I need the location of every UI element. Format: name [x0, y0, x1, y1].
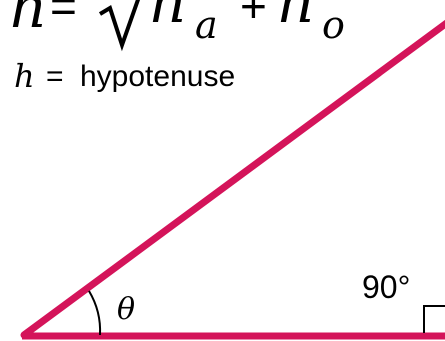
right-angle-label: 90°	[362, 269, 410, 305]
hypotenuse-formula: h = h a + h o	[10, 0, 345, 52]
angle-arc	[88, 290, 102, 336]
formula-term-a-sub: a	[195, 3, 218, 47]
definition-text: hypotenuse	[80, 60, 235, 93]
definition-equals: =	[46, 60, 64, 93]
formula-equals: =	[50, 0, 77, 32]
hypotenuse-line	[20, 19, 445, 339]
angle-theta-label: θ	[117, 292, 135, 327]
formula-term-a-base: h	[150, 0, 187, 36]
formula-term-o-base: h	[278, 0, 315, 36]
formula-term-o-sub: o	[322, 3, 345, 47]
square-root-sign	[98, 0, 141, 52]
right-angle-marker	[423, 305, 445, 333]
definition-symbol: h	[14, 57, 35, 95]
triangle	[20, 19, 445, 340]
formula-plus: +	[240, 0, 267, 32]
hypotenuse-definition: h = hypotenuse	[14, 57, 235, 95]
formula-lhs: h	[10, 0, 47, 41]
